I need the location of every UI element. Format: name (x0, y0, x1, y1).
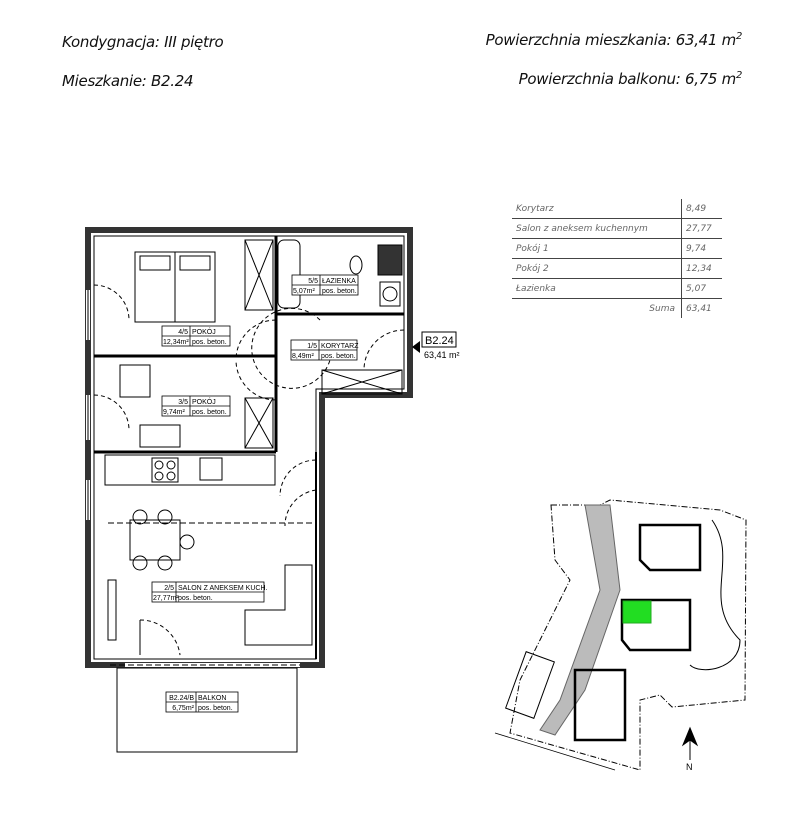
apartment-label: Mieszkanie: B2.24 (62, 72, 194, 90)
room-floor: pos. beton. (321, 353, 356, 360)
apartment-area-text: Powierzchnia mieszkania: 63,41 m (485, 31, 737, 49)
room-floor: pos. beton. (192, 339, 227, 346)
outer-wall (85, 227, 413, 668)
floor-label: Kondygnacja: III piętro (62, 33, 224, 51)
door-swing (363, 329, 405, 371)
door-swing (279, 459, 317, 497)
entry-tag-text: B2.24 (425, 335, 454, 347)
room-name: KORYTARZ (321, 343, 359, 350)
room-name: SALON Z ANEKSEM KUCH. (178, 585, 268, 592)
room-area: 9,74 (681, 238, 722, 259)
room-no: 1/5 (307, 343, 317, 350)
kitchen-counter (104, 454, 276, 486)
room-name: POKÓJ (192, 397, 216, 406)
room-name: BALKON (198, 695, 226, 702)
door-swing (93, 284, 130, 321)
table (139, 424, 181, 448)
room-name: Salon z aneksem kuchennym (512, 218, 682, 239)
toilet (349, 255, 363, 275)
sink (199, 457, 223, 481)
door-swing (251, 307, 331, 389)
room-floor: pos. beton. (192, 409, 227, 416)
sofa (244, 564, 313, 646)
wardrobe (244, 397, 274, 449)
entry-tag: B2.24 63,41 m² (412, 331, 460, 360)
outer-wall-inner (93, 235, 405, 660)
room-area: 9,74m² (163, 409, 185, 416)
room-label: 3/5 POKÓJ 9,74m² pos. beton. (161, 395, 231, 417)
room-label: B2.24/B BALKON 6,75m² pos. beton. (165, 691, 239, 713)
room-name: POKÓJ (192, 327, 216, 336)
north-label: N (686, 762, 693, 772)
balcony-area-text: Powierzchnia balkonu: 6,75 m (518, 70, 737, 88)
balcony-area: Powierzchnia balkonu: 6,75 m2 (518, 70, 743, 88)
room-area: 12,34 (681, 258, 722, 279)
room-name: Korytarz (512, 199, 682, 219)
entry-arrow-icon (412, 341, 420, 353)
room-label: 1/5 KORYTARZ 8,49m² pos. beton. (290, 339, 359, 361)
apartment-location-highlight (622, 600, 652, 624)
room-area: 12,34m² (163, 339, 189, 346)
room-area: 5,07 (681, 278, 722, 299)
wardrobe (244, 239, 274, 311)
room-area: 6,75m² (172, 705, 194, 712)
room-area: 27,77m² (153, 595, 179, 602)
sup: 2 (735, 70, 742, 81)
room-no: 2/5 (164, 585, 174, 592)
room-floor: pos. beton. (178, 595, 213, 602)
bathtub (277, 239, 301, 309)
apartment-area: Powierzchnia mieszkania: 63,41 m2 (485, 31, 743, 49)
room-floor: pos. beton. (198, 705, 233, 712)
room-floor: pos. beton. (322, 288, 357, 295)
room-area: 8,49 (681, 199, 722, 219)
cabinet (107, 579, 117, 641)
entry-area-text: 63,41 m² (424, 350, 460, 360)
door-swing (235, 319, 277, 361)
table-row-sum: Suma 63,41 (512, 298, 722, 318)
washbasin (379, 281, 401, 307)
dining-table (129, 519, 181, 561)
room-name: Łazienka (512, 278, 682, 299)
door-swing (284, 489, 317, 527)
wardrobe (321, 369, 403, 395)
cooktop (151, 457, 179, 483)
door-swing (93, 394, 130, 431)
room-area: 8,49m² (292, 353, 314, 360)
room-name: ŁAZIENKA (322, 278, 356, 285)
door-swing (139, 619, 181, 656)
room-area: 5,07m² (293, 288, 315, 295)
door-swing (235, 359, 277, 401)
room-label: 5/5 ŁAZIENKA 5,07m² pos. beton. (291, 274, 359, 296)
site-plan: N (494, 499, 747, 772)
room-no: B2.24/B (169, 695, 194, 702)
desk (119, 364, 151, 398)
balcony (116, 667, 298, 753)
room-area: 27,77 (681, 218, 722, 239)
room-no: 4/5 (178, 329, 188, 336)
room-name: Pokój 2 (512, 258, 682, 279)
room-no: 3/5 (178, 399, 188, 406)
sum-value: 63,41 (681, 298, 722, 318)
room-no: 5/5 (308, 278, 318, 285)
sup: 2 (735, 31, 742, 42)
room-name: Pokój 1 (512, 238, 682, 259)
sum-label: Suma (649, 303, 675, 314)
